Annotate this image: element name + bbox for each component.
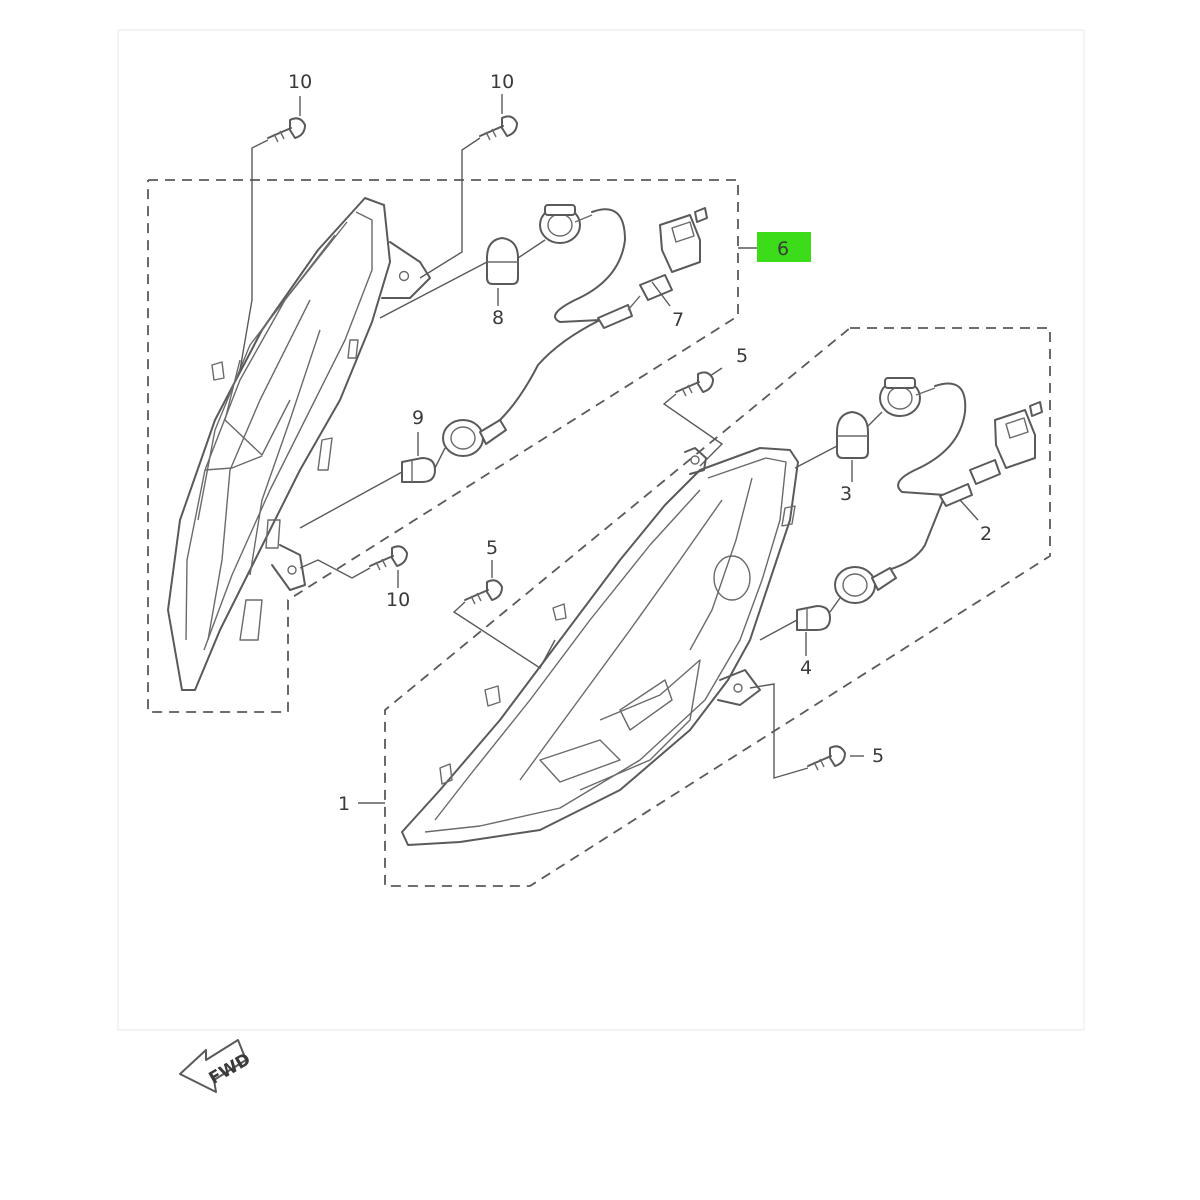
screw-part-5-middle [464, 579, 503, 605]
screw-part-10-top-right [479, 115, 518, 141]
callout-4: 4 [800, 657, 812, 679]
callout-10-top-left: 10 [288, 71, 312, 93]
callout-1: 1 [338, 793, 350, 815]
wire-harness-left [499, 208, 626, 421]
bulb-part-4 [796, 605, 831, 631]
highlight-box-part-6 [757, 232, 811, 262]
callout-6: 6 [777, 238, 789, 260]
wire-harness-right [887, 382, 967, 571]
screw-part-10-lower [369, 545, 408, 571]
bulb-part-3 [836, 411, 869, 459]
callout-10-lower: 10 [386, 589, 410, 611]
callout-3: 3 [840, 483, 852, 505]
socket-lower-right [834, 566, 897, 604]
right-assembly-boundary [384, 327, 1051, 887]
socket-upper-right [879, 377, 936, 417]
connector-part-2 [939, 401, 1043, 507]
bulb-part-9 [401, 457, 436, 483]
callout-2: 2 [980, 523, 992, 545]
left-assembly-boundary [147, 179, 739, 713]
screw-part-5-upper [675, 371, 714, 397]
callout-5-middle: 5 [486, 537, 498, 559]
socket-upper-left [539, 204, 593, 244]
socket-lower-left [442, 419, 507, 457]
screw-part-10-top-left [267, 117, 306, 143]
left-lens-housing [167, 197, 431, 691]
callout-9: 9 [412, 407, 424, 429]
callout-8: 8 [492, 307, 504, 329]
bulb-part-8 [486, 237, 519, 285]
screw-part-5-lower [807, 745, 846, 771]
callout-10-top-right: 10 [490, 71, 514, 93]
diagram-frame [117, 29, 1085, 1031]
connector-part-7 [597, 207, 708, 329]
forward-direction-arrow: FWD [179, 1039, 254, 1093]
leader-lines [239, 94, 979, 804]
right-lens-housing [401, 447, 799, 846]
callout-5-upper: 5 [736, 345, 748, 367]
callout-7: 7 [672, 309, 684, 331]
callout-5-lower: 5 [872, 745, 884, 767]
